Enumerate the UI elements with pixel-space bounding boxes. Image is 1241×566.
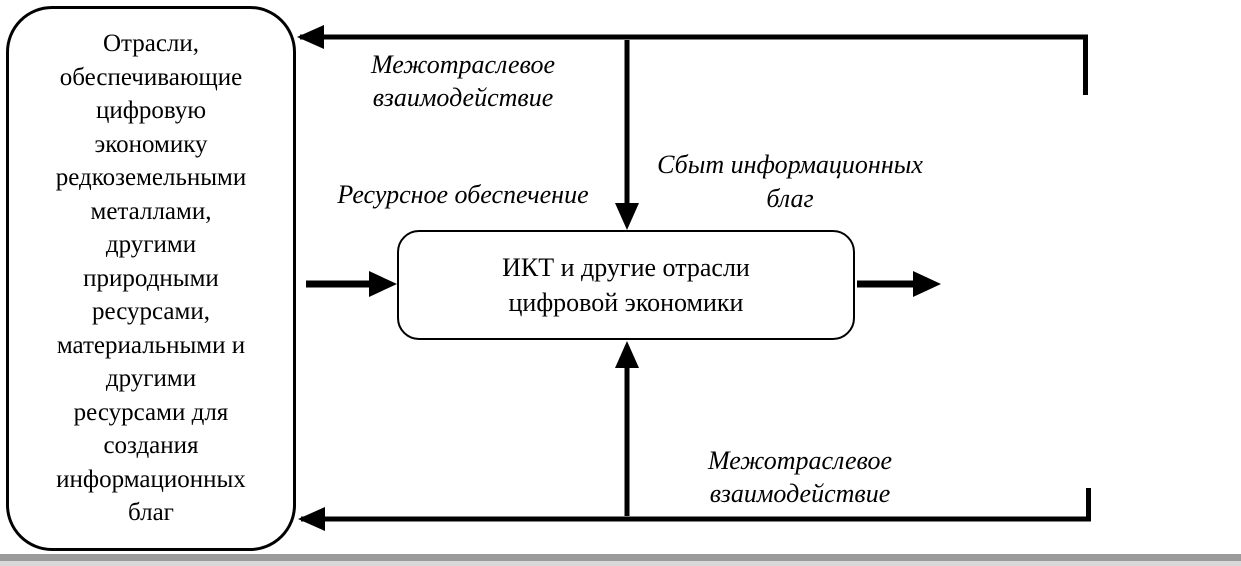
top-feedback-arrowhead-left bbox=[297, 25, 324, 49]
resource-industries-box-text: Отрасли, обеспечивающие цифровую экономи… bbox=[55, 30, 247, 527]
ict-digital-economy-box: ИКТ и другие отрасли цифровой экономики bbox=[397, 230, 855, 340]
ict-digital-economy-box-text: ИКТ и другие отрасли цифровой экономики bbox=[502, 253, 750, 317]
bottom-feedback-arrowhead-left bbox=[298, 507, 325, 531]
label-intersectoral-interaction-top: Межотраслевое взаимодействие bbox=[370, 50, 556, 112]
bottom-supply-arrowhead-up bbox=[615, 341, 639, 368]
resource-industries-box: Отрасли, обеспечивающие цифровую экономи… bbox=[6, 6, 296, 551]
label-sales-of-information-goods: Сбыт информационных благ bbox=[657, 150, 923, 213]
page-edge-divider bbox=[0, 554, 1241, 561]
page-edge-shadow bbox=[0, 561, 1241, 566]
output-arrowhead-right bbox=[913, 271, 941, 297]
label-resource-supply: Ресурсное обеспечение bbox=[337, 180, 589, 209]
label-intersectoral-interaction-bottom: Межотраслевое взаимодействие bbox=[707, 446, 893, 508]
resource-input-arrowhead-right bbox=[369, 271, 397, 297]
